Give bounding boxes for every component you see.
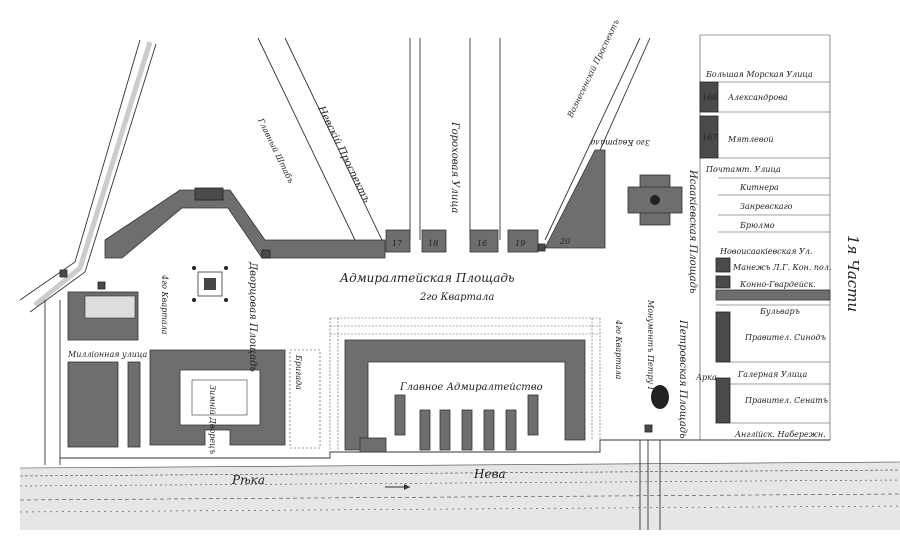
label-general-staff: Главный Штабъ	[256, 116, 296, 185]
label-main-admiralty: Главное Адмиралтейство	[399, 382, 543, 393]
isaac-cathedral	[627, 174, 683, 226]
label-winter-palace: Зимній Дворецъ	[208, 385, 217, 454]
label-brigade: Бригада	[294, 354, 303, 390]
label-galernaya: Галерная Улица	[737, 370, 808, 379]
label-alexandrova: Александрова	[727, 93, 788, 102]
bridges	[639, 440, 661, 530]
label-pochtamtskaya: Почтамт. Улица	[705, 165, 781, 174]
label-gorokhovaya: Гороховая Улица	[449, 121, 460, 213]
label-dvortsovaya-square: Дворцовая Площадь	[247, 261, 258, 372]
label-kitnera: Китнера	[739, 183, 779, 192]
label-quarter-3: 3го Квартала	[590, 138, 650, 147]
label-horse-guards: Конно-Гвардейск.	[739, 280, 816, 289]
label-monument: Монументъ Петру I	[646, 299, 655, 391]
label-nevsky: Невскій Проспектъ	[315, 104, 372, 205]
monument-peter	[651, 385, 669, 409]
label-admiralty-square: Адмиралтейская Площадь	[339, 271, 515, 285]
moika-canal	[19, 39, 157, 313]
label-petrovskaya-square: Петровская Площадь	[677, 319, 688, 439]
label-senate-pravit2: Правител. Сенатъ	[744, 396, 828, 405]
label-millionnaya: Милліонная улица	[67, 350, 148, 359]
alexander-column	[192, 266, 228, 302]
winter-palace	[149, 349, 286, 446]
label-manege: Манежъ Л.Г. Кон. пол.	[732, 263, 832, 272]
left-vertical-street	[44, 300, 61, 465]
label-num-20: 20	[559, 237, 570, 246]
left-blocks	[59, 269, 141, 448]
top-quarter-blocks	[385, 149, 606, 253]
right-blocks	[699, 34, 831, 440]
label-river: Рѣка	[231, 473, 265, 487]
label-novoisaakievskaya: Новоисаакіевская Ул.	[719, 247, 812, 256]
embankment-line	[60, 439, 830, 459]
river-neva	[19, 461, 900, 530]
label-brulmo: Брюлмо	[739, 221, 775, 230]
label-quarter-4b: 4го Квартала	[614, 319, 623, 380]
label-num-167: 167	[702, 133, 718, 142]
label-num-1c: 16	[477, 239, 487, 248]
part-title-text: 1я Части	[844, 235, 862, 312]
label-num-1d: 19	[515, 239, 525, 248]
label-neva: Нева	[473, 467, 506, 481]
label-bolshaya-morskaya: Большая Морская Улица	[705, 70, 813, 79]
label-quarter-2: 2го Квартала	[419, 292, 494, 303]
label-chapel: Арка	[695, 373, 717, 382]
part-title: 1я Части	[844, 235, 862, 312]
admiralty-complex	[329, 317, 601, 453]
label-zanrevskago: Занревскаго	[740, 202, 793, 211]
label-english-embankment: Англійск. Набережн.	[734, 430, 826, 439]
general-staff-building	[104, 189, 386, 259]
label-isaakievskaya-square: Исаакіевская Площадь	[687, 169, 698, 293]
label-num-1b: 18	[428, 239, 438, 248]
label-num-1a: 17	[392, 239, 403, 248]
label-num-168: 168	[702, 93, 717, 102]
label-senate-pravit1: Правител. Синодъ	[744, 333, 826, 342]
staff-arch	[194, 187, 224, 201]
label-quarter-4a: 4го Квартала	[160, 274, 169, 335]
label-myatleva: Мятлевой	[727, 135, 774, 144]
label-boulevard: Бульваръ	[759, 307, 800, 316]
label-voznesensky: Вознесенскій Проспектъ	[565, 18, 621, 120]
